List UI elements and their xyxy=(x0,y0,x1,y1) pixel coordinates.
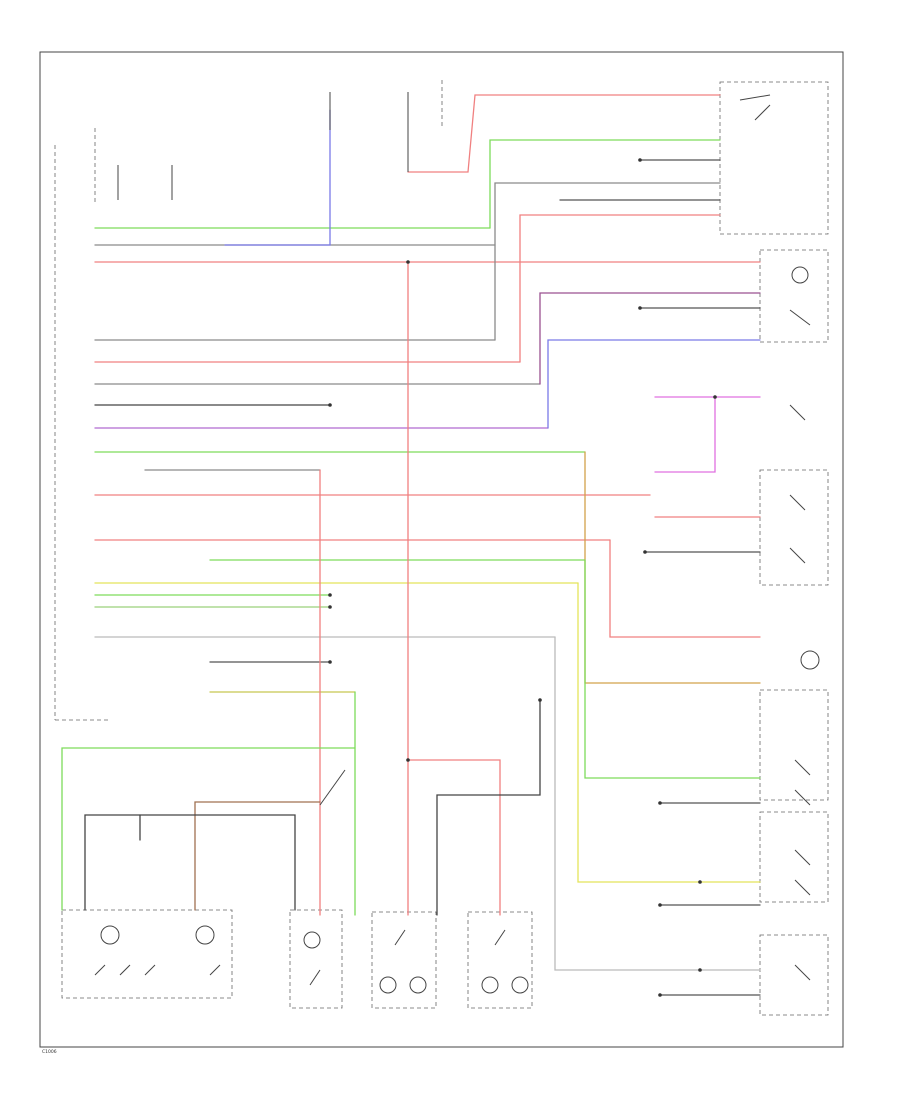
splice-1 xyxy=(406,260,410,264)
wire-green-door xyxy=(584,559,761,779)
splice-15 xyxy=(658,993,662,997)
wire-dark-branch xyxy=(436,699,541,916)
right-vanity-lamp-2 xyxy=(511,976,529,994)
switch-dome-2 xyxy=(119,964,131,976)
splice-10 xyxy=(638,158,642,162)
switch-lamp-2 xyxy=(789,547,806,564)
splice-7 xyxy=(713,395,717,399)
splice-12 xyxy=(643,550,647,554)
splice-8 xyxy=(698,880,702,884)
switch-dome-1 xyxy=(94,964,106,976)
diagram-frame xyxy=(39,51,844,1048)
splice-3 xyxy=(328,403,332,407)
switch-rear-1 xyxy=(794,849,811,866)
splices xyxy=(328,158,717,997)
switch-meter-3 xyxy=(789,309,811,326)
dome-lamp-right xyxy=(195,925,215,945)
switch-brake xyxy=(789,404,806,421)
switch-rear-3 xyxy=(794,964,811,981)
wire-blue-vertical xyxy=(224,109,331,246)
switches xyxy=(94,94,811,986)
wire-dark-dome xyxy=(84,814,296,911)
front-dome-light-box xyxy=(61,909,233,999)
rear-door-switch-box-2 xyxy=(759,934,829,1016)
wire-brown-dome xyxy=(194,801,321,911)
door-switch-box xyxy=(759,689,829,801)
left-vanity-lamp-2 xyxy=(409,976,427,994)
splice-6 xyxy=(328,660,332,664)
switch-vanity-l xyxy=(394,929,406,946)
wire-green-dome xyxy=(61,747,356,911)
wire-violet-meter xyxy=(539,292,761,385)
splice-14 xyxy=(658,903,662,907)
switch-door-1 xyxy=(794,759,811,776)
switch-dome-4 xyxy=(209,964,221,976)
splice-9 xyxy=(698,968,702,972)
wire-red-branch xyxy=(407,759,501,916)
left-vanity-light-box xyxy=(371,911,437,1009)
splice-11 xyxy=(638,306,642,310)
switch-rear-2 xyxy=(794,879,811,896)
left-vanity-lamp-1 xyxy=(379,976,397,994)
dome-lamp-left xyxy=(100,925,120,945)
meter-wires xyxy=(224,94,761,473)
switch-relay xyxy=(319,769,346,806)
wire-gray-meter xyxy=(494,182,721,341)
warning-lamp xyxy=(800,650,820,670)
wire-gray-rear xyxy=(554,636,761,971)
rear-door-switch-box xyxy=(759,811,829,903)
switch-personal xyxy=(309,969,321,986)
wire-green-upper xyxy=(489,139,721,229)
meter-gauge-box xyxy=(759,249,829,343)
switch-dome-3 xyxy=(144,964,156,976)
fuse-symbols xyxy=(117,92,409,200)
corner-label: C1006 xyxy=(42,1049,57,1055)
switch-door-2 xyxy=(794,789,811,806)
combination-meter-box xyxy=(719,81,829,235)
personal-light-box xyxy=(289,909,343,1009)
right-vanity-lamp-1 xyxy=(481,976,499,994)
splice-2 xyxy=(406,758,410,762)
wire-magenta-switch xyxy=(654,396,716,473)
switch-lamp-1 xyxy=(789,494,806,511)
switch-meter-2 xyxy=(754,104,771,121)
wire-blue-meter xyxy=(547,339,761,429)
personal-lamp xyxy=(303,931,321,949)
wire-red-lamp xyxy=(609,539,761,638)
lamp-switch-box xyxy=(759,469,829,586)
harness-wires xyxy=(94,227,761,693)
splice-13 xyxy=(658,801,662,805)
right-vanity-light-box xyxy=(467,911,533,1009)
wire-orange-lamp xyxy=(584,451,761,684)
wire-yellow-door xyxy=(577,582,761,883)
lamps xyxy=(100,266,820,994)
switch-vanity-r xyxy=(494,929,506,946)
wire-red-meter xyxy=(519,214,721,363)
wire-red-top xyxy=(407,94,721,173)
splice-16 xyxy=(538,698,542,702)
splice-5 xyxy=(328,605,332,609)
splice-4 xyxy=(328,593,332,597)
switch-meter-1 xyxy=(739,94,771,101)
meter-gauge xyxy=(791,266,809,284)
